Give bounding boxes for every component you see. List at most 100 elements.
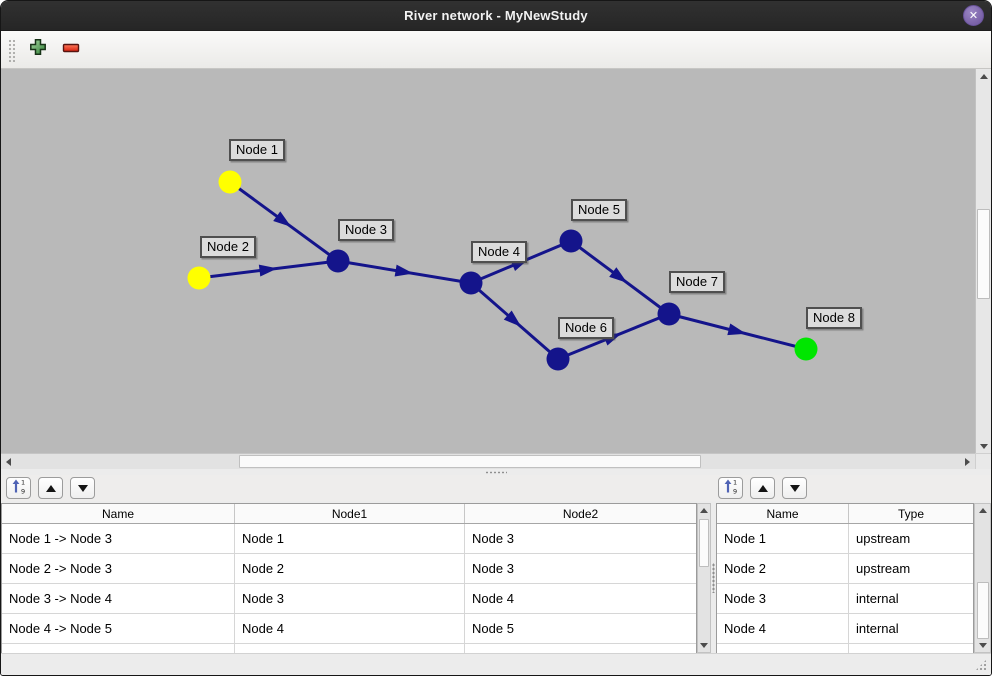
column-header-node1[interactable]: Node1 — [235, 504, 465, 523]
titlebar: River network - MyNewStudy ✕ — [1, 1, 991, 31]
splitter-grip-icon — [712, 563, 715, 593]
table-cell[interactable]: internal — [856, 621, 899, 636]
move-up-icon — [757, 484, 768, 492]
move-down-button[interactable] — [782, 477, 807, 499]
scroll-down-arrow-icon[interactable] — [698, 639, 710, 652]
table-cell[interactable]: Node 4 — [235, 614, 465, 643]
svg-text:1: 1 — [21, 478, 25, 486]
edges-table-header: Name Node1 Node2 — [2, 504, 696, 524]
canvas-row: Node 1 Node 2 Node 3 Node 4 Node 5 Node 6 Node… — [1, 69, 991, 453]
canvas-vertical-scrollbar[interactable] — [975, 69, 991, 453]
table-cell[interactable]: Node 2 — [235, 554, 465, 583]
table-row[interactable]: Node 1 upstream — [717, 524, 973, 554]
scroll-down-arrow-icon[interactable] — [976, 439, 991, 453]
table-cell[interactable]: Node 3 — [472, 561, 514, 576]
remove-node-button[interactable] — [58, 37, 84, 63]
node-label[interactable]: Node 2 — [200, 236, 256, 258]
table-cell[interactable]: Node 4 -> Node 5 — [2, 614, 235, 643]
node-label[interactable]: Node 3 — [338, 219, 394, 241]
scrollbar-thumb[interactable] — [699, 519, 709, 567]
table-row[interactable]: Node 2 upstream — [717, 554, 973, 584]
node-circle[interactable] — [794, 337, 818, 361]
table-cell — [235, 644, 465, 653]
table-cell[interactable]: Node 3 -> Node 4 — [2, 584, 235, 613]
table-cell[interactable]: Node 3 — [235, 584, 465, 613]
table-cell[interactable]: Node 2 -> Node 3 — [2, 554, 235, 583]
node-circle[interactable] — [187, 266, 211, 290]
table-cell[interactable]: Node 1 — [235, 524, 465, 553]
table-cell[interactable]: Node 3 — [472, 531, 514, 546]
node-circle[interactable] — [218, 170, 242, 194]
nodes-table-toolbar: 1 9 — [711, 477, 991, 499]
vertical-splitter[interactable] — [711, 503, 716, 653]
scroll-up-arrow-icon[interactable] — [698, 504, 710, 517]
column-header-name[interactable]: Name — [717, 504, 849, 523]
scrollbar-corner — [975, 453, 991, 469]
scroll-down-arrow-icon[interactable] — [975, 639, 990, 652]
table-cell[interactable]: Node 1 -> Node 3 — [2, 524, 235, 553]
node-label[interactable]: Node 1 — [229, 139, 285, 161]
column-header-name[interactable]: Name — [2, 504, 235, 523]
table-row[interactable]: Node 4 internal — [717, 614, 973, 644]
column-header-type[interactable]: Type — [897, 506, 924, 521]
toolbar-drag-handle-icon[interactable] — [7, 37, 15, 62]
node-label[interactable]: Node 8 — [806, 307, 862, 329]
scrollbar-thumb[interactable] — [977, 582, 989, 639]
close-button[interactable]: ✕ — [963, 5, 984, 26]
table-cell[interactable]: Node 3 — [717, 584, 849, 613]
node-circle[interactable] — [657, 302, 681, 326]
scroll-up-arrow-icon[interactable] — [976, 69, 991, 83]
move-up-button[interactable] — [38, 477, 63, 499]
table-cell[interactable]: internal — [856, 591, 899, 606]
scroll-left-arrow-icon[interactable] — [1, 454, 16, 469]
horizontal-splitter[interactable] — [1, 469, 991, 475]
node-label[interactable]: Node 5 — [571, 199, 627, 221]
table-cell[interactable]: upstream — [856, 531, 911, 546]
table-cell — [2, 644, 235, 653]
table-row[interactable]: Node 3 internal — [717, 584, 973, 614]
edges-table-scrollbar[interactable] — [697, 503, 711, 653]
node-circle[interactable] — [546, 347, 570, 371]
add-node-button[interactable] — [25, 37, 51, 63]
table-cell[interactable]: Node 4 — [717, 614, 849, 643]
node-label[interactable]: Node 6 — [558, 317, 614, 339]
table-cell[interactable]: Node 4 — [472, 591, 514, 606]
node-circle[interactable] — [559, 229, 583, 253]
scrollbar-thumb[interactable] — [239, 455, 701, 468]
window-title: River network - MyNewStudy — [404, 8, 588, 23]
remove-minus-icon — [62, 41, 80, 59]
svg-text:1: 1 — [733, 478, 737, 486]
move-up-button[interactable] — [750, 477, 775, 499]
edge-arrow-icon — [609, 267, 628, 283]
column-header-node2[interactable]: Node2 — [562, 506, 599, 521]
table-cell[interactable]: Node 1 — [717, 524, 849, 553]
nodes-table-header: Name Type — [717, 504, 973, 524]
edge-arrow-icon — [727, 323, 747, 336]
table-cell[interactable]: upstream — [856, 561, 911, 576]
canvas-horizontal-scrollbar[interactable] — [1, 453, 975, 469]
sort-button[interactable]: 1 9 — [6, 477, 31, 499]
network-canvas[interactable]: Node 1 Node 2 Node 3 Node 4 Node 5 Node 6 Node… — [1, 69, 975, 453]
nodes-table-scrollbar[interactable] — [974, 503, 991, 653]
node-label[interactable]: Node 7 — [669, 271, 725, 293]
node-label[interactable]: Node 4 — [471, 241, 527, 263]
sort-button[interactable]: 1 9 — [718, 477, 743, 499]
table-cell[interactable]: Node 5 — [472, 621, 514, 636]
node-circle[interactable] — [326, 249, 350, 273]
scroll-right-arrow-icon[interactable] — [960, 454, 975, 469]
edge-arrow-icon — [273, 211, 292, 227]
scroll-up-arrow-icon[interactable] — [975, 504, 990, 517]
move-down-button[interactable] — [70, 477, 95, 499]
resize-grip-icon[interactable] — [975, 659, 987, 671]
node-circle[interactable] — [459, 271, 483, 295]
table-cell[interactable]: Node 2 — [717, 554, 849, 583]
sort-ascending-icon: 1 9 — [11, 478, 26, 499]
scrollbar-thumb[interactable] — [977, 209, 990, 299]
